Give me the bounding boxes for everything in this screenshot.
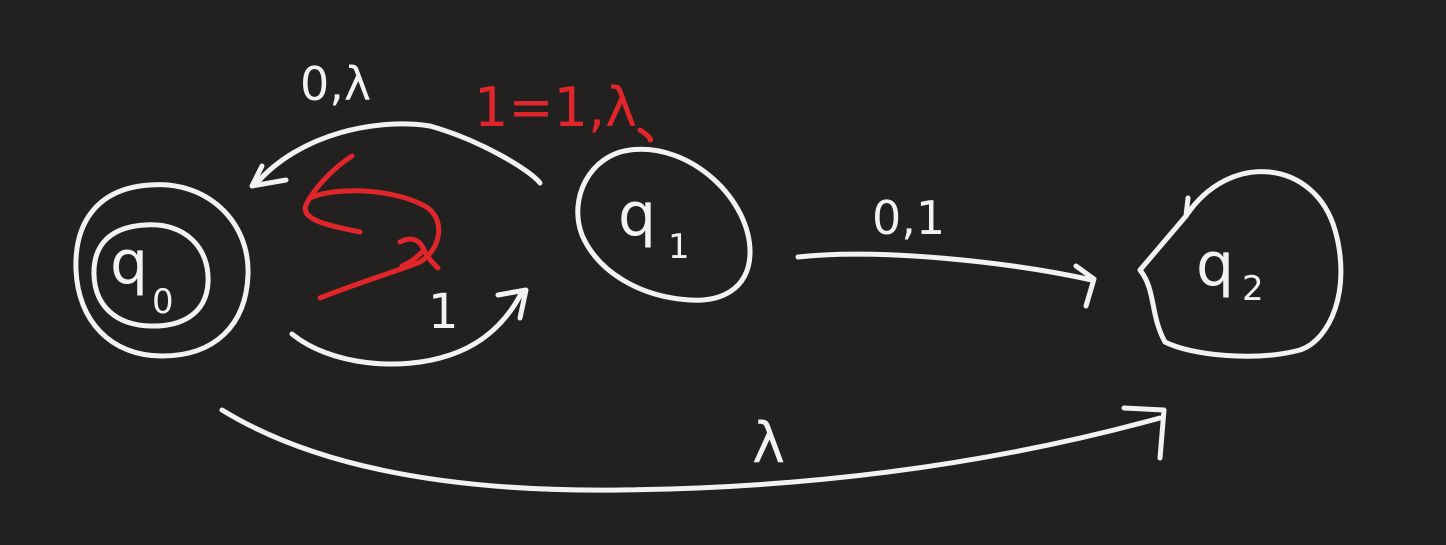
transition-q1-q2: 0,1 bbox=[795, 191, 1097, 309]
red-annotation-lambda bbox=[397, 236, 441, 271]
state-q1-label: q bbox=[618, 180, 656, 250]
state-q2-circle bbox=[1137, 169, 1344, 359]
state-q0-outer-circle bbox=[73, 182, 251, 359]
transition-q1-q0-arc bbox=[252, 121, 543, 188]
transition-q0-q1-arrowhead bbox=[495, 287, 529, 321]
state-q0-subscript: 0 bbox=[152, 282, 174, 322]
transition-q0-q2: λ bbox=[219, 405, 1167, 493]
transition-q1-q2-label: 0,1 bbox=[872, 191, 945, 245]
state-q1-circle bbox=[575, 146, 753, 303]
state-q1-subscript: 1 bbox=[668, 227, 690, 267]
state-q0-inner-circle bbox=[91, 222, 211, 329]
red-annotation: 1=1,λ bbox=[302, 76, 653, 301]
state-q0-label: q bbox=[110, 228, 148, 298]
red-annotation-note: 1=1,λ bbox=[474, 76, 637, 139]
red-annotation-loop bbox=[307, 188, 442, 301]
state-q2: q 2 bbox=[1137, 169, 1344, 359]
transition-q0-q2-arrowhead bbox=[1121, 405, 1167, 461]
transition-q0-q2-label: λ bbox=[752, 411, 785, 476]
transition-q1-q0: 0,λ bbox=[249, 57, 543, 189]
red-annotation-tail bbox=[637, 127, 653, 143]
transition-q0-q1-label: 1 bbox=[428, 284, 459, 340]
transition-q0-q1: 1 bbox=[289, 284, 529, 367]
transition-q1-q2-line bbox=[795, 251, 1095, 283]
state-q2-label: q bbox=[1196, 230, 1234, 300]
transition-q1-q0-label: 0,λ bbox=[300, 57, 371, 111]
transition-q0-q1-arc bbox=[289, 289, 525, 367]
transition-q1-q0-arrowhead bbox=[249, 163, 289, 189]
transition-q0-q2-arc bbox=[219, 407, 1163, 493]
state-q2-mouth-tick bbox=[1183, 195, 1191, 219]
transition-q1-q2-arrowhead bbox=[1073, 263, 1097, 309]
state-q2-subscript: 2 bbox=[1242, 269, 1264, 309]
state-q1: q 1 bbox=[575, 146, 753, 303]
red-annotation-scribble bbox=[302, 153, 363, 235]
state-q0: q 0 bbox=[73, 182, 251, 359]
